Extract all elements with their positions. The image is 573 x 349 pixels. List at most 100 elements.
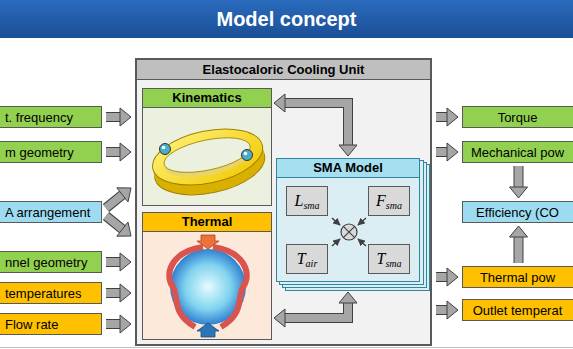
arrow-head: [274, 94, 285, 112]
variable-box: Tair: [286, 244, 328, 274]
variable-subscript: sma: [386, 200, 402, 211]
arrow-shaft: [106, 148, 121, 156]
output-quantity: Efficiency (CO: [462, 201, 573, 223]
arrow-shaft-outline: [284, 103, 348, 146]
ball-highlight: [244, 152, 248, 156]
input-label: Flow rate: [5, 317, 58, 332]
arrow-shaft-outline: [106, 194, 123, 208]
arrow-head: [117, 188, 131, 202]
variable-symbol: T: [297, 250, 306, 268]
arrow-shaft: [515, 166, 523, 188]
variable-box: Fsma: [368, 186, 410, 216]
arrow-head: [120, 284, 131, 302]
multiply-symbol: [341, 224, 357, 240]
block-arrow: [106, 188, 131, 208]
bottom-rule: [0, 347, 573, 348]
output-label: Efficiency (CO: [476, 205, 559, 220]
input-label: t. frequency: [5, 110, 73, 125]
output-label: Thermal pow: [480, 270, 555, 285]
arrow-shaft-outline: [106, 319, 121, 329]
arrow-shaft: [284, 302, 348, 318]
arrow-shaft-outline: [436, 147, 448, 157]
hot-channel: [213, 247, 247, 327]
coupling-arrow: [332, 239, 340, 246]
arrow-head: [274, 309, 285, 327]
input-parameter: temperatures: [0, 282, 102, 304]
cam-illustration: [143, 109, 273, 205]
output-label: Torque: [498, 110, 538, 125]
follower-ball: [160, 144, 171, 155]
arrow-shaft-outline: [514, 166, 524, 188]
output-label: Mechanical pow: [471, 145, 564, 160]
arrow-shaft: [436, 306, 448, 314]
input-label: nnel geometry: [5, 255, 87, 270]
input-label: m geometry: [5, 145, 74, 160]
cooling-unit-box: Elastocaloric Cooling UnitKinematics SMA…: [135, 58, 432, 346]
panel-header: SMA Model: [277, 159, 419, 178]
arrow-shaft-outline: [514, 236, 524, 263]
arrow-head: [117, 222, 131, 236]
input-parameter: m geometry: [0, 141, 102, 163]
input-parameter: A arrangement: [0, 201, 102, 223]
arrow-shaft-outline: [106, 216, 123, 230]
arrow-shaft: [436, 273, 448, 281]
block-arrow: [274, 94, 357, 156]
arrow-shaft: [436, 148, 448, 156]
block-arrow: [510, 226, 528, 263]
follower-ball: [242, 150, 253, 161]
arrow-shaft-outline: [106, 112, 121, 122]
block-arrow: [436, 268, 458, 286]
output-label: Outlet temperat: [473, 303, 563, 318]
thermal-panel: Thermal: [142, 212, 272, 340]
variable-subscript: air: [306, 258, 318, 269]
output-quantity: Thermal pow: [462, 266, 573, 288]
arrow-head: [120, 315, 131, 333]
block-arrow: [436, 301, 458, 319]
coupling-arrow: [358, 239, 366, 246]
arrow-shaft: [106, 289, 121, 297]
block-arrow: [510, 166, 528, 198]
variable-box: Lsma: [286, 186, 328, 216]
arrow-shaft: [106, 320, 121, 328]
arrow-shaft: [106, 113, 121, 121]
variable-symbol: L: [294, 192, 303, 210]
variable-subscript: sma: [385, 258, 401, 269]
arrow-head: [447, 301, 458, 319]
input-label: A arrangement: [5, 205, 90, 220]
inlet-arrow: [197, 235, 219, 249]
block-arrow: [274, 292, 357, 327]
cam-ring: [147, 120, 267, 194]
block-arrow: [106, 108, 131, 126]
arrow-head: [339, 145, 357, 156]
output-quantity: Mechanical pow: [462, 141, 573, 163]
input-parameter: nnel geometry: [0, 251, 102, 273]
arrow-head: [339, 292, 357, 303]
arrow-shaft-outline: [106, 257, 121, 267]
block-arrow: [436, 143, 458, 161]
input-parameter: t. frequency: [0, 106, 102, 128]
thermal-illustration: [143, 233, 273, 339]
kinematics-panel: Kinematics: [142, 88, 272, 206]
sma-model-panel: SMA Model LsmaFsmaTairTsma: [276, 158, 420, 282]
arrow-head: [120, 108, 131, 126]
panel-header: Kinematics: [143, 89, 271, 108]
output-quantity: Torque: [462, 106, 573, 128]
panel-header: Elastocaloric Cooling Unit: [137, 60, 430, 80]
arrow-shaft-outline: [106, 147, 121, 157]
arrow-shaft: [106, 216, 123, 230]
block-arrow: [106, 253, 131, 271]
arrow-head: [447, 268, 458, 286]
cam-hole: [161, 131, 253, 179]
arrow-shaft: [106, 194, 123, 208]
panel-header: Thermal: [143, 213, 271, 232]
multiply-cross: [343, 226, 354, 237]
arrow-shaft-outline: [284, 302, 348, 318]
arrow-head: [120, 253, 131, 271]
arrow-head: [447, 143, 458, 161]
arrow-head: [447, 108, 458, 126]
ball-highlight: [162, 146, 166, 150]
variable-symbol: F: [376, 192, 386, 210]
variable-symbol: T: [376, 250, 385, 268]
variable-subscript: sma: [303, 200, 319, 211]
output-quantity: Outlet temperat: [462, 299, 573, 321]
